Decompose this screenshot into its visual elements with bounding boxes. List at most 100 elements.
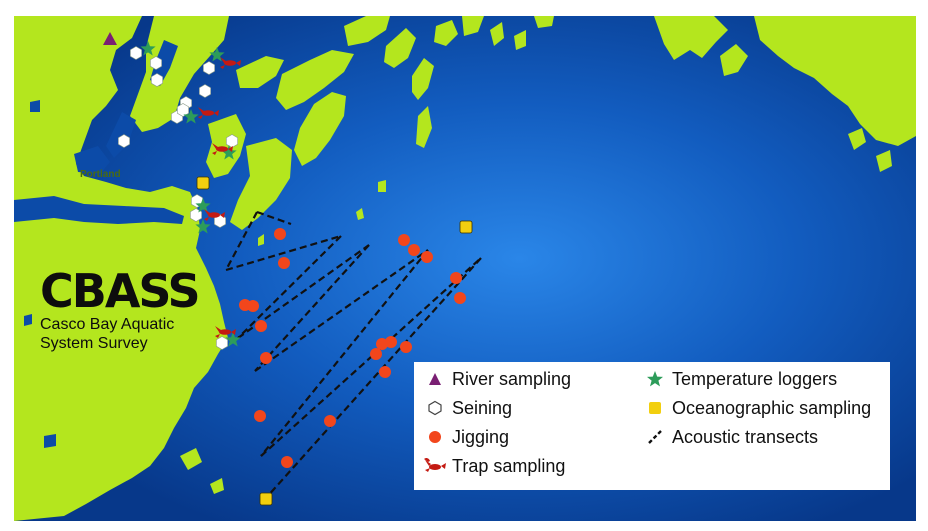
legend-label-oceanographic: Oceanographic sampling <box>672 397 872 418</box>
jigging-station <box>421 251 433 263</box>
temperature-logger <box>195 198 211 213</box>
trap-sampling-station <box>204 209 225 221</box>
harbor-channel <box>106 112 136 158</box>
lobster-tail <box>236 60 241 66</box>
portland-label: Portland <box>80 169 121 180</box>
transect-segment <box>237 235 342 339</box>
lobster-claw <box>212 143 218 149</box>
small-island-6 <box>174 392 186 406</box>
east-headland <box>754 16 916 146</box>
jigging-station <box>274 228 286 240</box>
land-masses <box>14 16 916 521</box>
seining-station <box>118 134 130 148</box>
pond-1 <box>30 100 40 112</box>
temperature-logger <box>195 219 211 234</box>
middle-peninsula <box>206 114 246 178</box>
transect-segment <box>254 244 370 372</box>
lobster-body <box>216 146 228 152</box>
small-island-5 <box>210 478 224 494</box>
transect-segment <box>256 210 292 226</box>
legend-label-trap: Trap sampling <box>452 455 566 476</box>
fore-river <box>14 196 184 224</box>
lobster-body <box>219 329 231 335</box>
lobster-claw <box>212 151 217 155</box>
hexagon-icon <box>422 395 448 421</box>
jigging-station <box>281 456 293 468</box>
lobster-tail <box>231 329 236 335</box>
legend-item-seining: Seining <box>422 395 512 421</box>
jigging-station <box>454 292 466 304</box>
north-island-4 <box>416 106 432 148</box>
trap-sampling-station <box>212 143 233 155</box>
jigging-station <box>278 257 290 269</box>
trap-sampling-station <box>220 57 241 69</box>
temperature-logger <box>221 145 237 160</box>
jigging-station <box>376 338 388 350</box>
jigging-station <box>254 410 266 422</box>
lobster-claw <box>204 209 210 215</box>
lobster-body <box>202 110 214 116</box>
north-island-9 <box>534 16 554 28</box>
trap-sampling-station <box>198 107 219 119</box>
legend-item-oceanographic: Oceanographic sampling <box>642 395 871 421</box>
seining-station <box>130 46 142 60</box>
pond-2 <box>44 434 56 448</box>
lobster-body <box>208 212 220 218</box>
title-subtitle-line1: Casco Bay Aquatic <box>40 316 175 333</box>
seining-station <box>150 56 162 70</box>
small-island-4 <box>180 448 202 470</box>
transect-segment <box>265 257 482 499</box>
north-island-5 <box>434 20 458 46</box>
jigging-station <box>324 415 336 427</box>
lobster-icon <box>422 453 448 479</box>
legend: River sampling Seining Jigging Trap samp… <box>414 362 890 490</box>
lobster-claw <box>220 65 225 69</box>
mainland-shore <box>14 16 228 521</box>
jigging-station <box>255 320 267 332</box>
jigging-station <box>408 244 420 256</box>
seining-station <box>214 214 226 228</box>
transect-segment <box>254 249 429 372</box>
jigging-station <box>400 341 412 353</box>
legend-item-river: River sampling <box>422 366 571 392</box>
river-sampling-station <box>103 32 117 45</box>
temperature-logger <box>183 109 199 124</box>
jigging-station <box>379 366 391 378</box>
title-block: CBASS Casco Bay Aquatic System Survey <box>40 264 201 352</box>
legend-label-river: River sampling <box>452 368 572 389</box>
lobster-claw <box>215 334 220 338</box>
inner-water <box>14 40 184 448</box>
lobster-tail <box>228 146 233 152</box>
north-island-2 <box>384 28 416 68</box>
jigging-station <box>450 272 462 284</box>
lobster-body <box>224 60 236 66</box>
legend-item-temperature: Temperature loggers <box>642 366 837 392</box>
title-subtitle-line2: System Survey <box>40 335 148 352</box>
sampling-stations <box>103 32 473 506</box>
dashed-line-icon <box>642 424 668 450</box>
north-island-3 <box>412 58 434 100</box>
north-island-7 <box>490 22 504 46</box>
small-island-3 <box>258 234 264 246</box>
lobster-claw <box>204 217 209 221</box>
seining-station <box>151 73 163 87</box>
north-island-1 <box>344 16 390 46</box>
legend-item-trap: Trap sampling <box>422 453 565 479</box>
long-island-a <box>276 50 354 110</box>
seining-station <box>199 84 211 98</box>
seining-station <box>203 61 215 75</box>
legend-item-transect: Acoustic transects <box>642 424 818 450</box>
title-main: CBASS <box>40 264 201 318</box>
temperature-logger <box>209 47 225 62</box>
transect-segment <box>225 234 342 272</box>
lobster-claw <box>198 115 203 119</box>
temperature-logger <box>225 332 241 347</box>
oceanographic-station <box>259 492 273 506</box>
seining-station <box>216 336 228 350</box>
star-icon <box>642 366 668 392</box>
jigging-station <box>370 348 382 360</box>
upper-peninsula <box>130 16 229 132</box>
cape-island <box>230 138 292 230</box>
legend-item-jigging: Jigging <box>422 424 509 450</box>
lobster-claw <box>198 107 204 113</box>
